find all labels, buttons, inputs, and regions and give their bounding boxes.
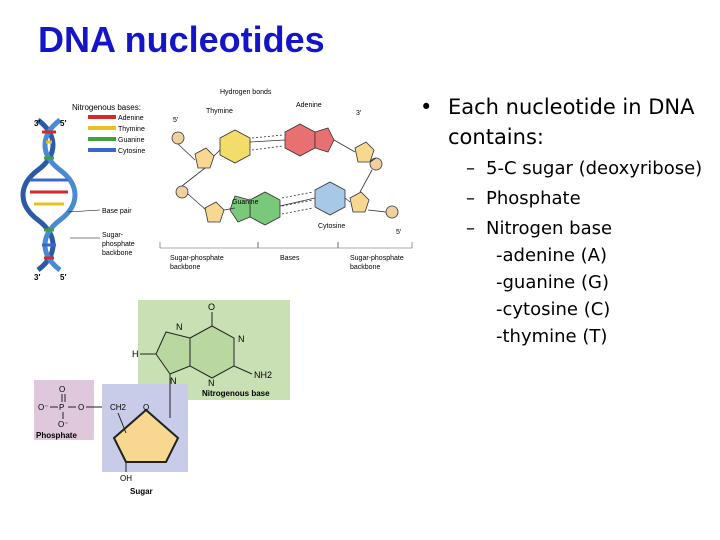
base-n4: N [170,376,177,386]
svg-text:Cytosine: Cytosine [118,148,145,155]
main-bullet-text: Each nucleotide in DNA contains: [448,95,695,149]
svg-text:Thymine: Thymine [118,126,145,133]
legend-guanine: Guanine [88,137,145,144]
sugar-label: Sugar [130,487,153,496]
helix-5prime-bottom: 5′ [60,273,66,282]
svg-text:Guanine: Guanine [118,137,145,144]
legend-cytosine: Cytosine [88,148,145,155]
backbone-label-3: backbone [102,250,132,257]
slide-title: DNA nucleotides [38,19,325,60]
base-n3: N [208,378,215,388]
helix-3prime-top: 3′ [34,119,40,128]
bottom-left-label-1: Sugar-phosphate [170,255,224,262]
sugar-oh: OH [120,474,132,483]
legend-thymine: Thymine [88,126,145,133]
phosphate-top-oxygen: O [59,385,65,394]
phosphate-panel [34,380,94,440]
main-bullet: • Each nucleotide in DNA contains: [420,92,710,152]
dash-icon: – [466,158,475,179]
backbone-label-1: Sugar- [102,232,124,239]
sugar-oxygen: O [143,403,149,412]
double-helix-icon [20,118,78,272]
bottom-right-label-2: backbone [350,264,380,271]
bottom-left-label-2: backbone [170,264,200,271]
dash-icon: – [466,218,475,239]
structure-5prime-bottom: 5′ [396,229,402,236]
base-oxygen: O [208,302,215,312]
sub-bullet-base: – Nitrogen base [466,216,710,242]
legend-adenine: Adenine [88,115,144,122]
legend-title: Nitrogenous bases: [72,103,141,112]
base-item-guanine: -guanine (G) [496,272,609,293]
phosphate-label: Phosphate [36,431,77,440]
cytosine-label: Cytosine [318,223,345,230]
dna-structure-figure: 3′ 5′ 3′ 5′ Nitrogenous bases: Adenine T… [20,89,413,282]
svg-text:Adenine: Adenine [118,115,144,122]
nucleotide-structure-figure: O N N H N N NH2 Nitrogenous base O O⁻ P … [34,300,290,496]
dash-icon: – [466,188,475,209]
nitrogenous-base-label: Nitrogenous base [202,389,270,398]
sub-bullet-sugar: – 5-C sugar (deoxyribose) [466,156,710,182]
base-n1: N [176,322,183,332]
base-item-thymine: -thymine (T) [496,326,608,347]
phosphate-p: P [59,403,64,412]
structure-3prime-top: 3′ [356,110,362,117]
sub-bullet-phosphate: – Phosphate [466,186,710,212]
base-pair-label: Base pair [102,208,132,215]
base-n2: N [238,334,245,344]
bullet-dot-icon: • [420,95,433,119]
thymine-label: Thymine [206,108,233,115]
helix-5prime-top: 5′ [60,119,66,128]
slide-body: • Each nucleotide in DNA contains: – 5-C… [420,92,710,350]
guanine-label: Guanine [232,199,259,206]
helix-3prime-bottom: 3′ [34,273,40,282]
sub-bullet-text: Phosphate [486,188,581,209]
sub-bullet-text: 5-C sugar (deoxyribose) [486,158,703,179]
hydrogen-bonds-label: Hydrogen bonds [220,89,272,96]
ch2-label: CH2 [110,403,127,412]
phosphate-right-oxygen: O [78,403,84,412]
sub-bullet-text: Nitrogen base [486,218,613,239]
base-list: -adenine (A) -guanine (G) -cytosine (C) … [496,242,710,350]
adenine-label: Adenine [296,102,322,109]
structure-5prime-top: 5′ [173,117,179,124]
phosphate-bottom-oxygen: O⁻ [58,420,68,429]
base-item-cytosine: -cytosine (C) [496,299,611,320]
bottom-mid-label: Bases [280,255,300,262]
base-nh2: NH2 [254,370,272,380]
bottom-right-label-1: Sugar-phosphate [350,255,404,262]
backbone-label-2: phosphate [102,241,135,248]
sugar-ring [112,408,180,463]
base-item-adenine: -adenine (A) [496,245,607,266]
base-h: H [132,349,139,359]
phosphate-left-oxygen: O⁻ [38,403,48,412]
